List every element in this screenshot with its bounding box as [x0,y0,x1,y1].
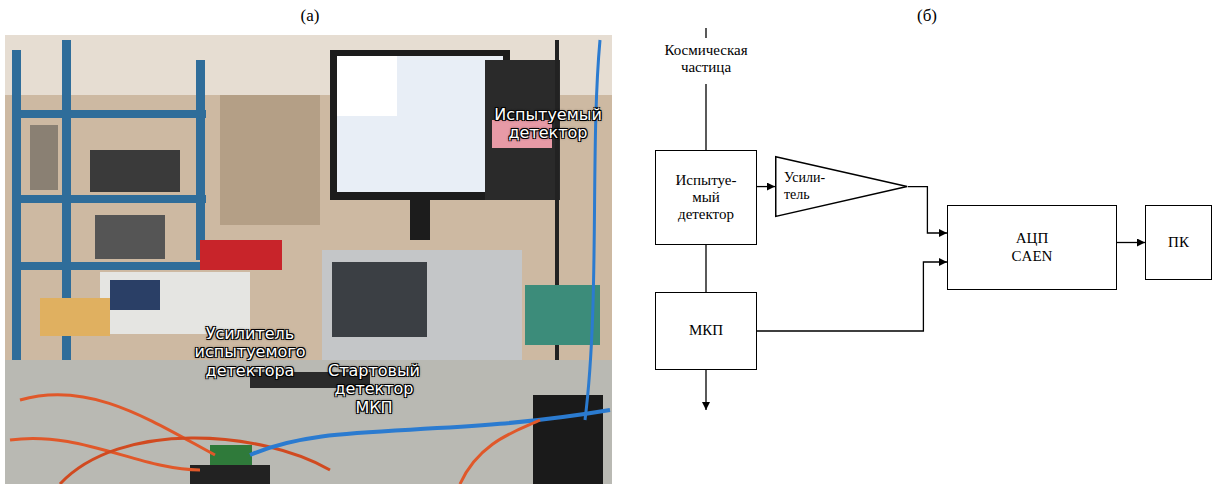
shelf-item [220,95,320,225]
generator [40,298,110,336]
amplifier-board [210,445,252,465]
pc-box: ПК [1145,205,1212,280]
instrument [95,215,165,259]
instrument [90,150,180,192]
shelf-item [30,125,58,190]
red-device [200,240,282,270]
photo-wall [5,35,612,484]
cable [250,410,610,455]
particle-track [705,84,706,150]
mcp-box: МКП [655,292,757,370]
particle-track-exit [705,370,706,410]
signal-connector [908,187,947,233]
shelf-post [12,50,21,380]
shelf-board [12,262,206,270]
detector-box: Испытуе- мый детектор [655,150,757,245]
cable [20,395,215,455]
monitor-window [337,56,397,116]
monitor [330,50,510,200]
board-holder [190,465,270,484]
particle-label: Космическая частица [664,42,747,77]
oscilloscope-screen [332,262,427,337]
signal-connector [757,262,947,331]
signal-connector [705,245,706,292]
node-text: МКП [689,322,723,339]
adc-box: АЦП CAEN [947,205,1117,290]
shelf-board [12,110,206,118]
node-text: ПК [1168,234,1189,251]
optical-table [5,360,612,484]
shelf-board [12,195,206,203]
node-text: АЦП CAEN [1012,230,1053,265]
particle-track [705,28,706,38]
cable [460,420,540,484]
photo-label: Усилитель испытуемого детектора [195,325,306,380]
power-supply-display [110,280,160,310]
signal-connector [1117,242,1145,243]
mcp-detector [533,395,603,484]
device [525,285,600,345]
cable [60,438,330,484]
node-text: Испытуе- мый детектор [676,172,737,224]
monitor-stand [410,200,430,240]
node-text: Усили- тель [784,170,825,202]
amplifier-triangle: Усили- тель [775,156,908,217]
photo-label: Стартовый детектор МКП [328,362,420,417]
cable [585,40,600,420]
oscilloscope [322,250,522,365]
shelf-post [196,60,205,260]
signal-connector [757,186,775,187]
triangle-shape [776,157,907,217]
monitor-screen [337,56,503,192]
panel-letter: (б) [917,6,937,26]
panel-letter: (а) [301,6,320,26]
photo-label: Испытуемый детектор [494,106,602,143]
